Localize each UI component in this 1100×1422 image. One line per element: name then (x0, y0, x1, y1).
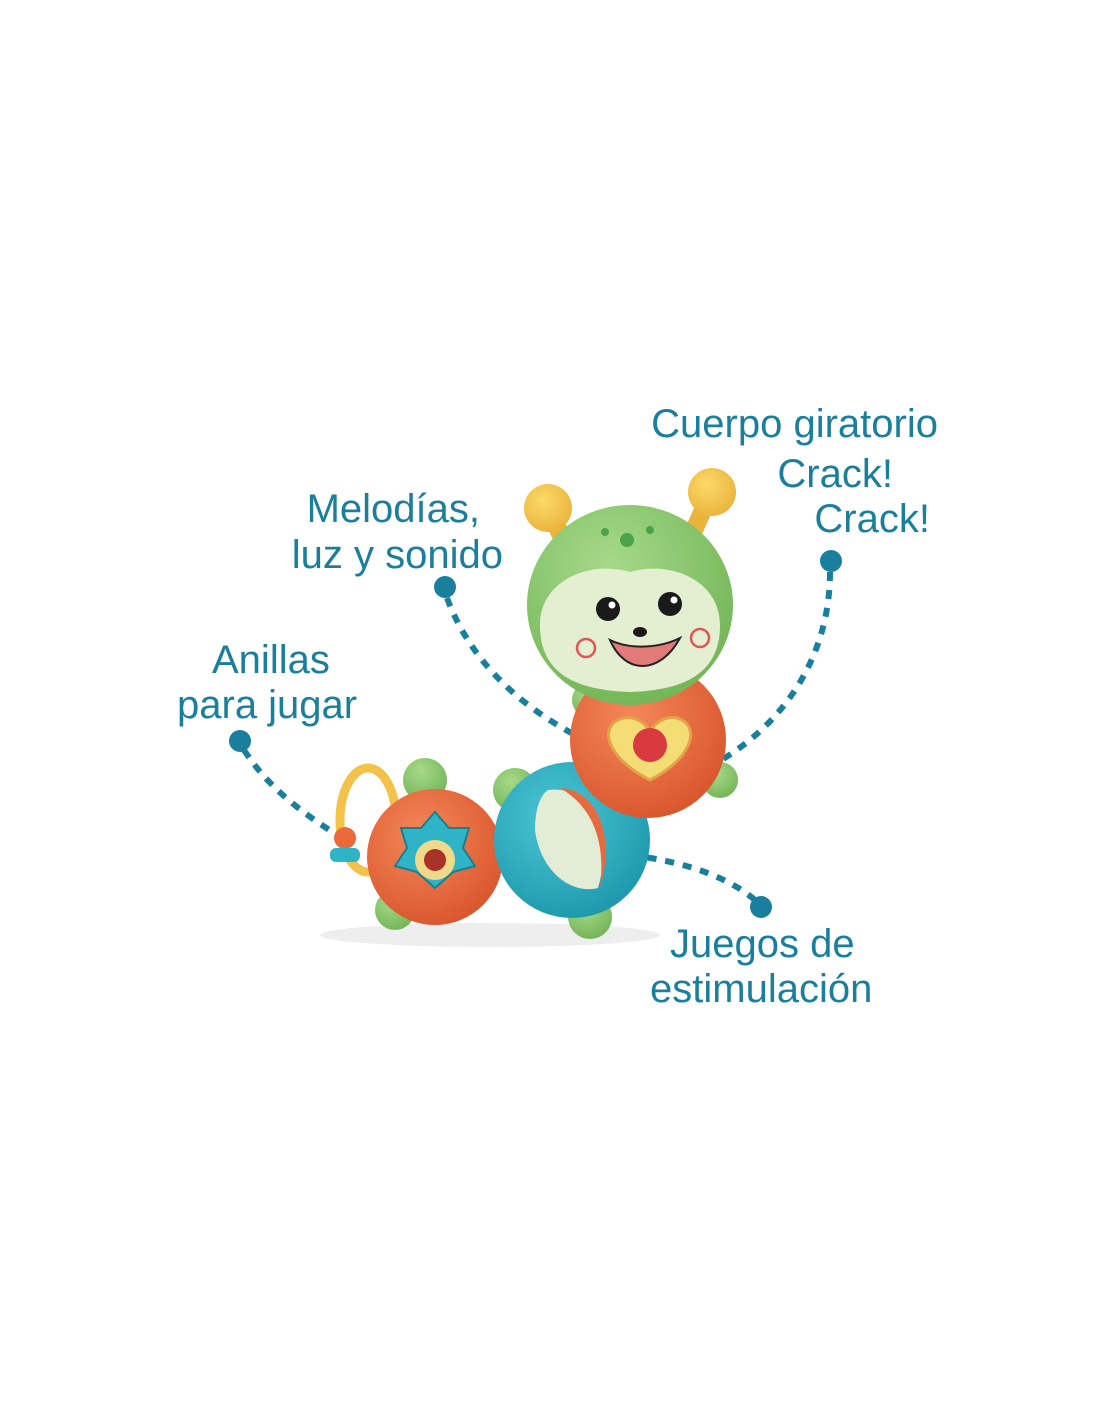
rings-label-line1: Anillas (212, 638, 330, 682)
stimulation-dot (750, 896, 772, 918)
melodies-label-line1: Melodías, (307, 487, 480, 531)
stimulation-label-line1: Juegos de (670, 922, 855, 966)
rings-dot (229, 730, 251, 752)
rotating-body-label-line2: Crack! (777, 452, 893, 496)
melodies-label-line2: luz y sonido (292, 533, 503, 577)
melodies-leader-line (444, 596, 597, 748)
melodies-dot (434, 576, 456, 598)
rings-label-line2: para jugar (177, 683, 357, 727)
toy (320, 468, 738, 947)
rotating-body-leader-line (716, 571, 833, 765)
rotating-body-label-line1: Cuerpo giratorio (651, 402, 938, 446)
rotating-body-dot (820, 550, 842, 572)
rings-leader-line (241, 748, 347, 843)
rotating-body-label-line3: Crack! (814, 497, 930, 541)
stimulation-label-line2: estimulación (650, 967, 872, 1011)
